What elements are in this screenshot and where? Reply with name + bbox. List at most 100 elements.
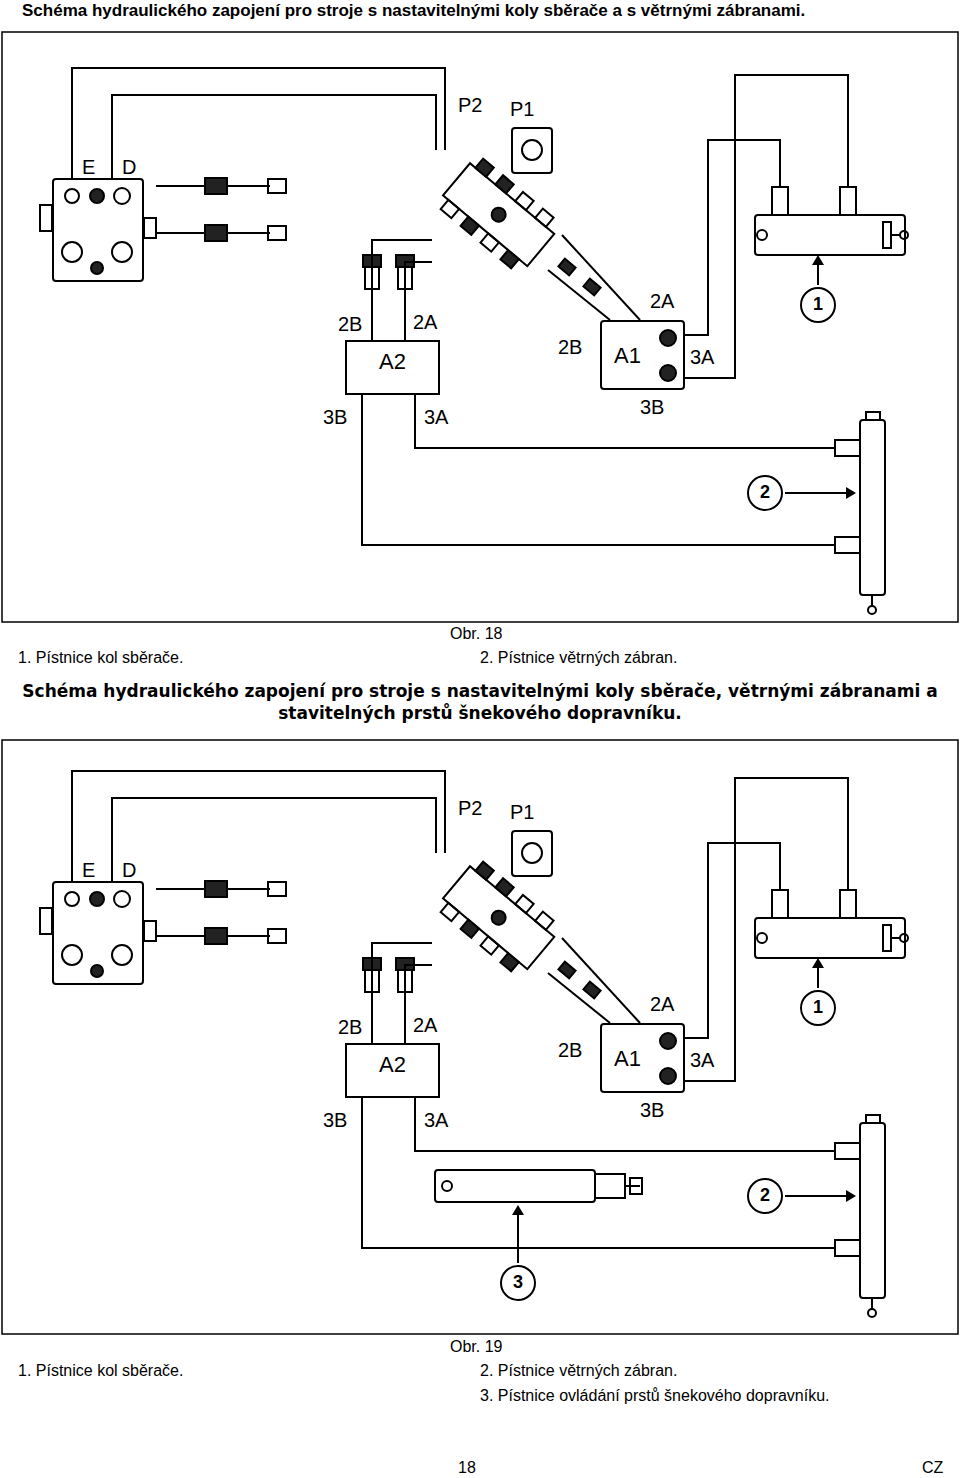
hydraulic-line: [72, 771, 445, 881]
port-label: 3B: [640, 396, 664, 418]
leader-line: [817, 264, 819, 285]
port-label: 2B: [338, 1016, 362, 1038]
cylinder-eye: [757, 230, 767, 240]
language-code: CZ: [922, 1459, 943, 1477]
schematic-copy: [40, 778, 908, 1317]
piston-rod: [871, 595, 873, 605]
piston-rod: [625, 1185, 640, 1187]
hydraulic-line: [112, 95, 436, 178]
valve-plug: [660, 330, 676, 346]
valve-block: A2: [345, 340, 440, 395]
hydraulic-line-path: [112, 95, 436, 178]
manifold-fitting: [441, 200, 459, 218]
port-label: 3B: [640, 1099, 664, 1121]
callout-text: 1: [813, 295, 823, 315]
manifold-fitting: [475, 159, 493, 177]
arrowhead: [512, 1205, 524, 1215]
hydraulic-line-path: [112, 798, 436, 881]
port-fitting: [90, 189, 104, 203]
callout-text: 2: [760, 1186, 770, 1206]
hydraulic-line: [415, 395, 835, 448]
port-label: 3A: [690, 1049, 714, 1071]
figure-number: Obr. 19: [450, 1338, 502, 1356]
manifold-fitting: [535, 209, 553, 227]
callout-text: 1: [813, 998, 823, 1018]
solenoid: [512, 128, 552, 173]
hydraulic-line: [112, 798, 436, 881]
cylinder-port: [772, 187, 788, 215]
port-label: 2A: [650, 993, 674, 1015]
schematic-group: [40, 75, 908, 614]
callout-number: 1: [800, 990, 836, 1026]
manifold-plug: [489, 205, 509, 225]
auger-cylinder: [435, 1170, 642, 1263]
port-fitting: [65, 189, 79, 203]
cylinder-head: [595, 1174, 625, 1198]
legend-item: 2. Pístnice větrných zábran.: [480, 649, 677, 667]
hydraulic-line: [72, 68, 445, 178]
legend-item: 3. Pístnice ovládání prstů šnekového dop…: [480, 1387, 830, 1405]
rod-eye: [900, 231, 908, 239]
valve-block: A1: [600, 1023, 685, 1093]
port-label: 3A: [690, 346, 714, 368]
page-heading: Schéma hydraulického zapojení pro stroje…: [22, 2, 805, 21]
figure-number: Obr. 18: [450, 625, 502, 643]
node-label: A2: [379, 350, 406, 374]
callout-text: 3: [513, 1273, 523, 1293]
port-label: 2B: [558, 1039, 582, 1061]
node-label: A2: [379, 1053, 406, 1077]
hydraulic-line: [685, 140, 780, 335]
cylinder-port: [835, 440, 860, 456]
cylinder: [435, 1170, 595, 1202]
manifold-body: [443, 163, 554, 266]
valve-manifold: P2P1: [432, 150, 562, 270]
hydraulic-line: [685, 75, 848, 378]
node-label: P1: [510, 98, 534, 120]
port-label: 3B: [323, 406, 347, 428]
port-fitting: [112, 242, 132, 262]
legend-item: 1. Pístnice kol sběrače.: [18, 1362, 183, 1380]
hex-nut: [558, 259, 575, 276]
hex-nut: [205, 178, 227, 194]
valve-block: A2: [345, 1043, 440, 1098]
hydraulic-line: [562, 938, 640, 1023]
solenoid-nut: [522, 140, 542, 160]
port-label: 2B: [558, 336, 582, 358]
port-label: 2B: [338, 313, 362, 335]
node-label: A1: [614, 1047, 641, 1071]
valve-plug: [660, 365, 676, 381]
port-label: 2A: [650, 290, 674, 312]
hydraulic-line-path: [562, 235, 640, 320]
distributor-tab: [40, 205, 52, 231]
distributor-tab: [144, 218, 156, 238]
node-label: E: [82, 156, 95, 178]
cylinder: [860, 420, 885, 595]
hose-end: [268, 226, 286, 240]
port-fitting: [91, 262, 103, 274]
cylinder-cap: [883, 222, 891, 248]
node-label: P1: [510, 801, 534, 823]
legend-item: 2. Pístnice větrných zábran.: [480, 1362, 677, 1380]
node-label: P2: [458, 94, 482, 116]
hose-end: [268, 179, 286, 193]
hydraulic-distributor: ED: [52, 881, 144, 985]
manifold-fitting: [461, 217, 479, 235]
node-label: D: [122, 859, 136, 881]
valve-manifold: P2P1: [432, 853, 562, 973]
legend-item: 1. Pístnice kol sběrače.: [18, 649, 183, 667]
node-label: D: [122, 156, 136, 178]
cylinder-cap: [866, 412, 880, 420]
rod-nut: [630, 1178, 642, 1194]
hydraulic-line: [362, 395, 835, 545]
cylinder-port: [835, 537, 860, 553]
callout-number: 1: [800, 287, 836, 323]
port-label: 3B: [323, 1109, 347, 1131]
figure-frame: [2, 740, 958, 1334]
port-fitting: [114, 188, 130, 204]
leader-line: [517, 1215, 519, 1263]
hydraulic-distributor: ED: [52, 178, 144, 282]
